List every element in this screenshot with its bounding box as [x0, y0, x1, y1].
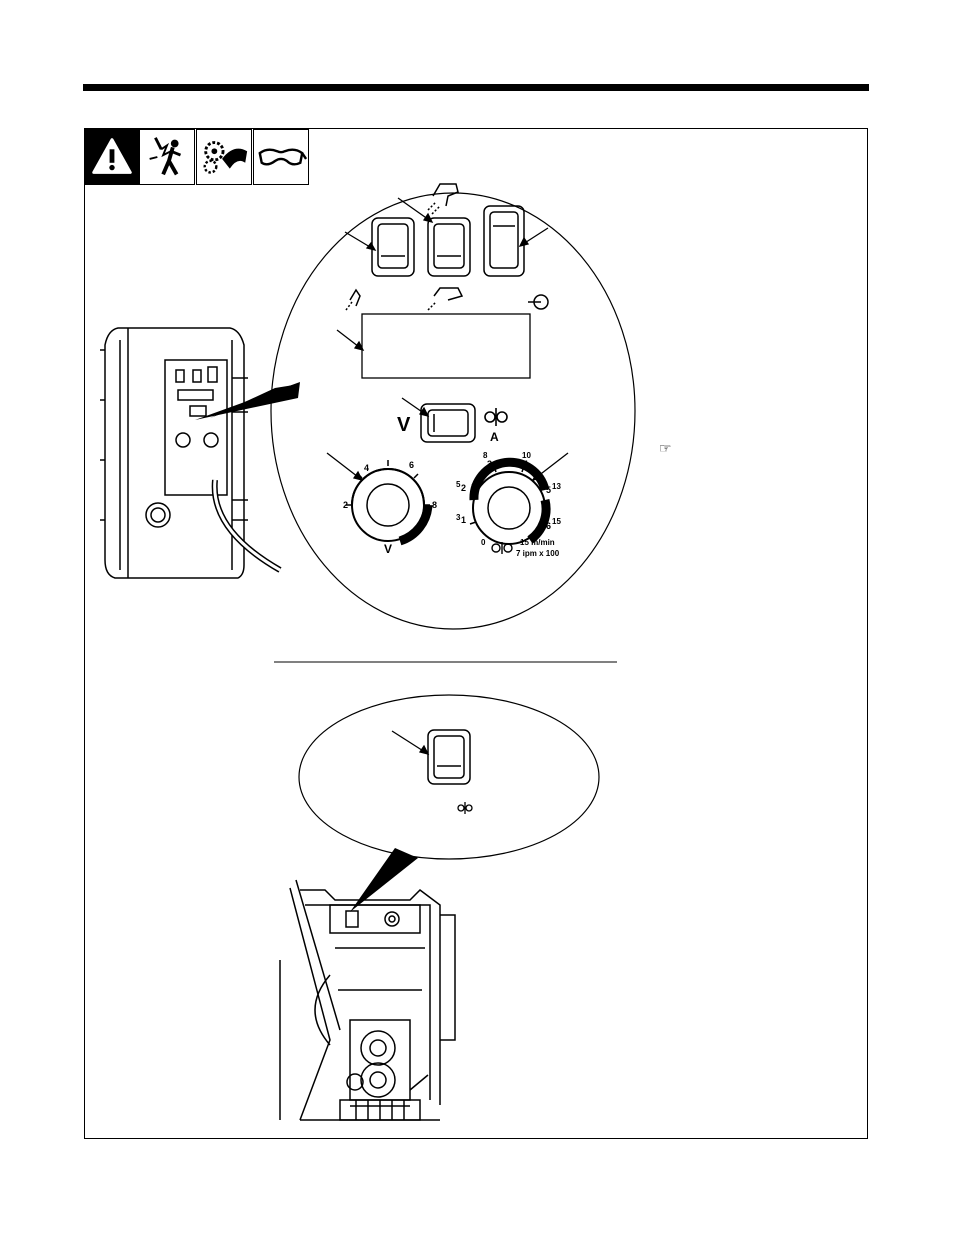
volts-tick-2: 2 [343, 500, 349, 510]
wfs-inner-tick-3: 3 [487, 459, 493, 469]
wfs-inner-tick-2: 2 [461, 483, 467, 493]
figure-frame [84, 128, 868, 1139]
wfs-tick-0: 0 [481, 538, 486, 547]
volts-knob-label: V [384, 542, 393, 556]
mode-volts-label: V [397, 414, 411, 436]
wfs-tick-15: 15 [552, 517, 561, 526]
wfs-inner-tick-1: 1 [461, 515, 467, 525]
electric-shock-icon [139, 129, 195, 185]
mode-amps-label: A [490, 430, 499, 444]
moving-parts-icon [196, 129, 252, 185]
wfs-inner-tick-5: 5 [546, 485, 552, 495]
wire-speed-knob [469, 457, 551, 545]
wfs-tick-10: 10 [522, 451, 531, 460]
wire-drive-compartment [279, 879, 456, 1121]
safety-glasses-icon [253, 129, 309, 185]
welder-cabinet [100, 327, 282, 579]
volts-tick-6: 6 [409, 460, 415, 470]
volts-tick-4: 4 [364, 463, 370, 473]
wfs-tick-3: 3 [456, 513, 461, 522]
display-window [361, 313, 531, 379]
zoom-ellipse [270, 192, 636, 630]
wfs-inner-tick-4: 4 [523, 459, 529, 469]
zoom-ellipse-lower [298, 694, 600, 860]
wfs-tick-5: 5 [456, 480, 461, 489]
wfs-tick-13: 13 [552, 482, 561, 491]
wfs-metric-label: 15 m/min [520, 538, 555, 547]
wfs-symbol-icon [491, 542, 513, 554]
wfs-inner-tick-6: 6 [546, 521, 552, 531]
volts-tick-8: 8 [432, 500, 438, 510]
volts-knob [346, 460, 433, 546]
wfs-tick-8: 8 [483, 451, 488, 460]
pointing-hand-icon: ☞ [659, 440, 672, 456]
header-rule [83, 84, 869, 91]
wfs-imperial-label: 7 ipm x 100 [516, 549, 560, 558]
